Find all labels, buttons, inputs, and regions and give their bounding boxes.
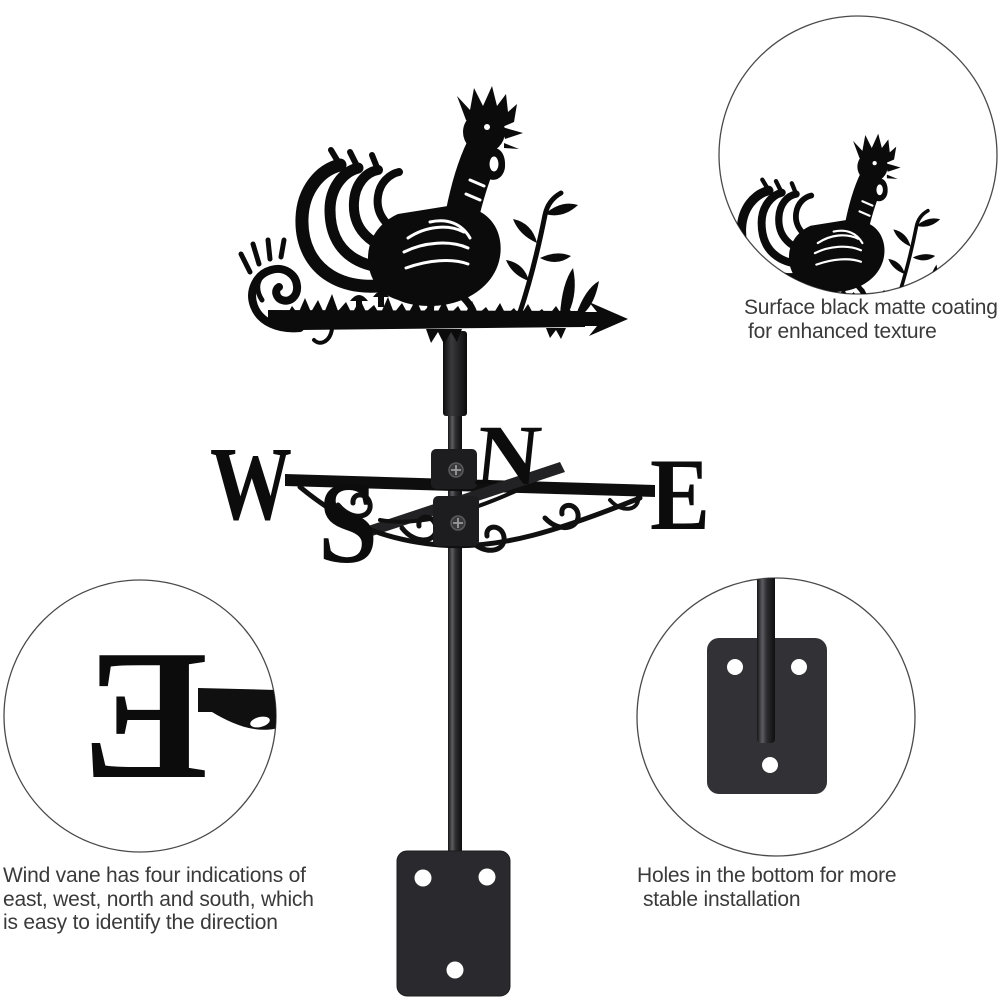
callout-circle-coating: [718, 15, 998, 295]
letter-north: N: [471, 407, 545, 503]
mount-plate: [396, 850, 511, 997]
hub-block-upper: [431, 449, 477, 489]
plate-hole: [414, 869, 432, 887]
direction-cross: W E N S: [210, 407, 710, 588]
caption-directions-line1: Wind vane has four indications of: [3, 864, 306, 887]
plate-hole: [446, 961, 464, 979]
caption-mounting: Holes in the bottom for more stable inst…: [637, 864, 897, 911]
caption-coating-line2: for enhanced texture: [748, 319, 937, 343]
mirrored-letter-east-zoom: E: [82, 612, 208, 818]
caption-mounting-line2: stable installation: [643, 887, 801, 911]
caption-directions-line3: is easy to identify the direction: [3, 911, 278, 934]
rod-zoom: [757, 578, 775, 743]
plate-hole: [478, 868, 496, 886]
caption-coating: Surface black matte coating for enhanced…: [744, 296, 998, 343]
hub-block-lower: [433, 496, 479, 546]
plate-hole-zoom: [791, 659, 807, 675]
pole-sleeve: [443, 331, 467, 416]
plate-hole-zoom: [727, 659, 743, 675]
caption-directions-line2: east, west, north and south, which: [3, 887, 314, 911]
letter-east: E: [650, 438, 710, 552]
callout-circle-mounting: [636, 577, 916, 857]
letter-west: W: [210, 425, 292, 542]
callout-circle-direction: E: [3, 579, 277, 853]
caption-coating-line1: Surface black matte coating: [744, 296, 998, 319]
caption-mounting-line1: Holes in the bottom for more: [637, 864, 897, 887]
letter-south: S: [318, 457, 378, 588]
plate-hole-zoom: [762, 757, 778, 773]
caption-directions: Wind vane has four indications of east, …: [3, 864, 314, 935]
